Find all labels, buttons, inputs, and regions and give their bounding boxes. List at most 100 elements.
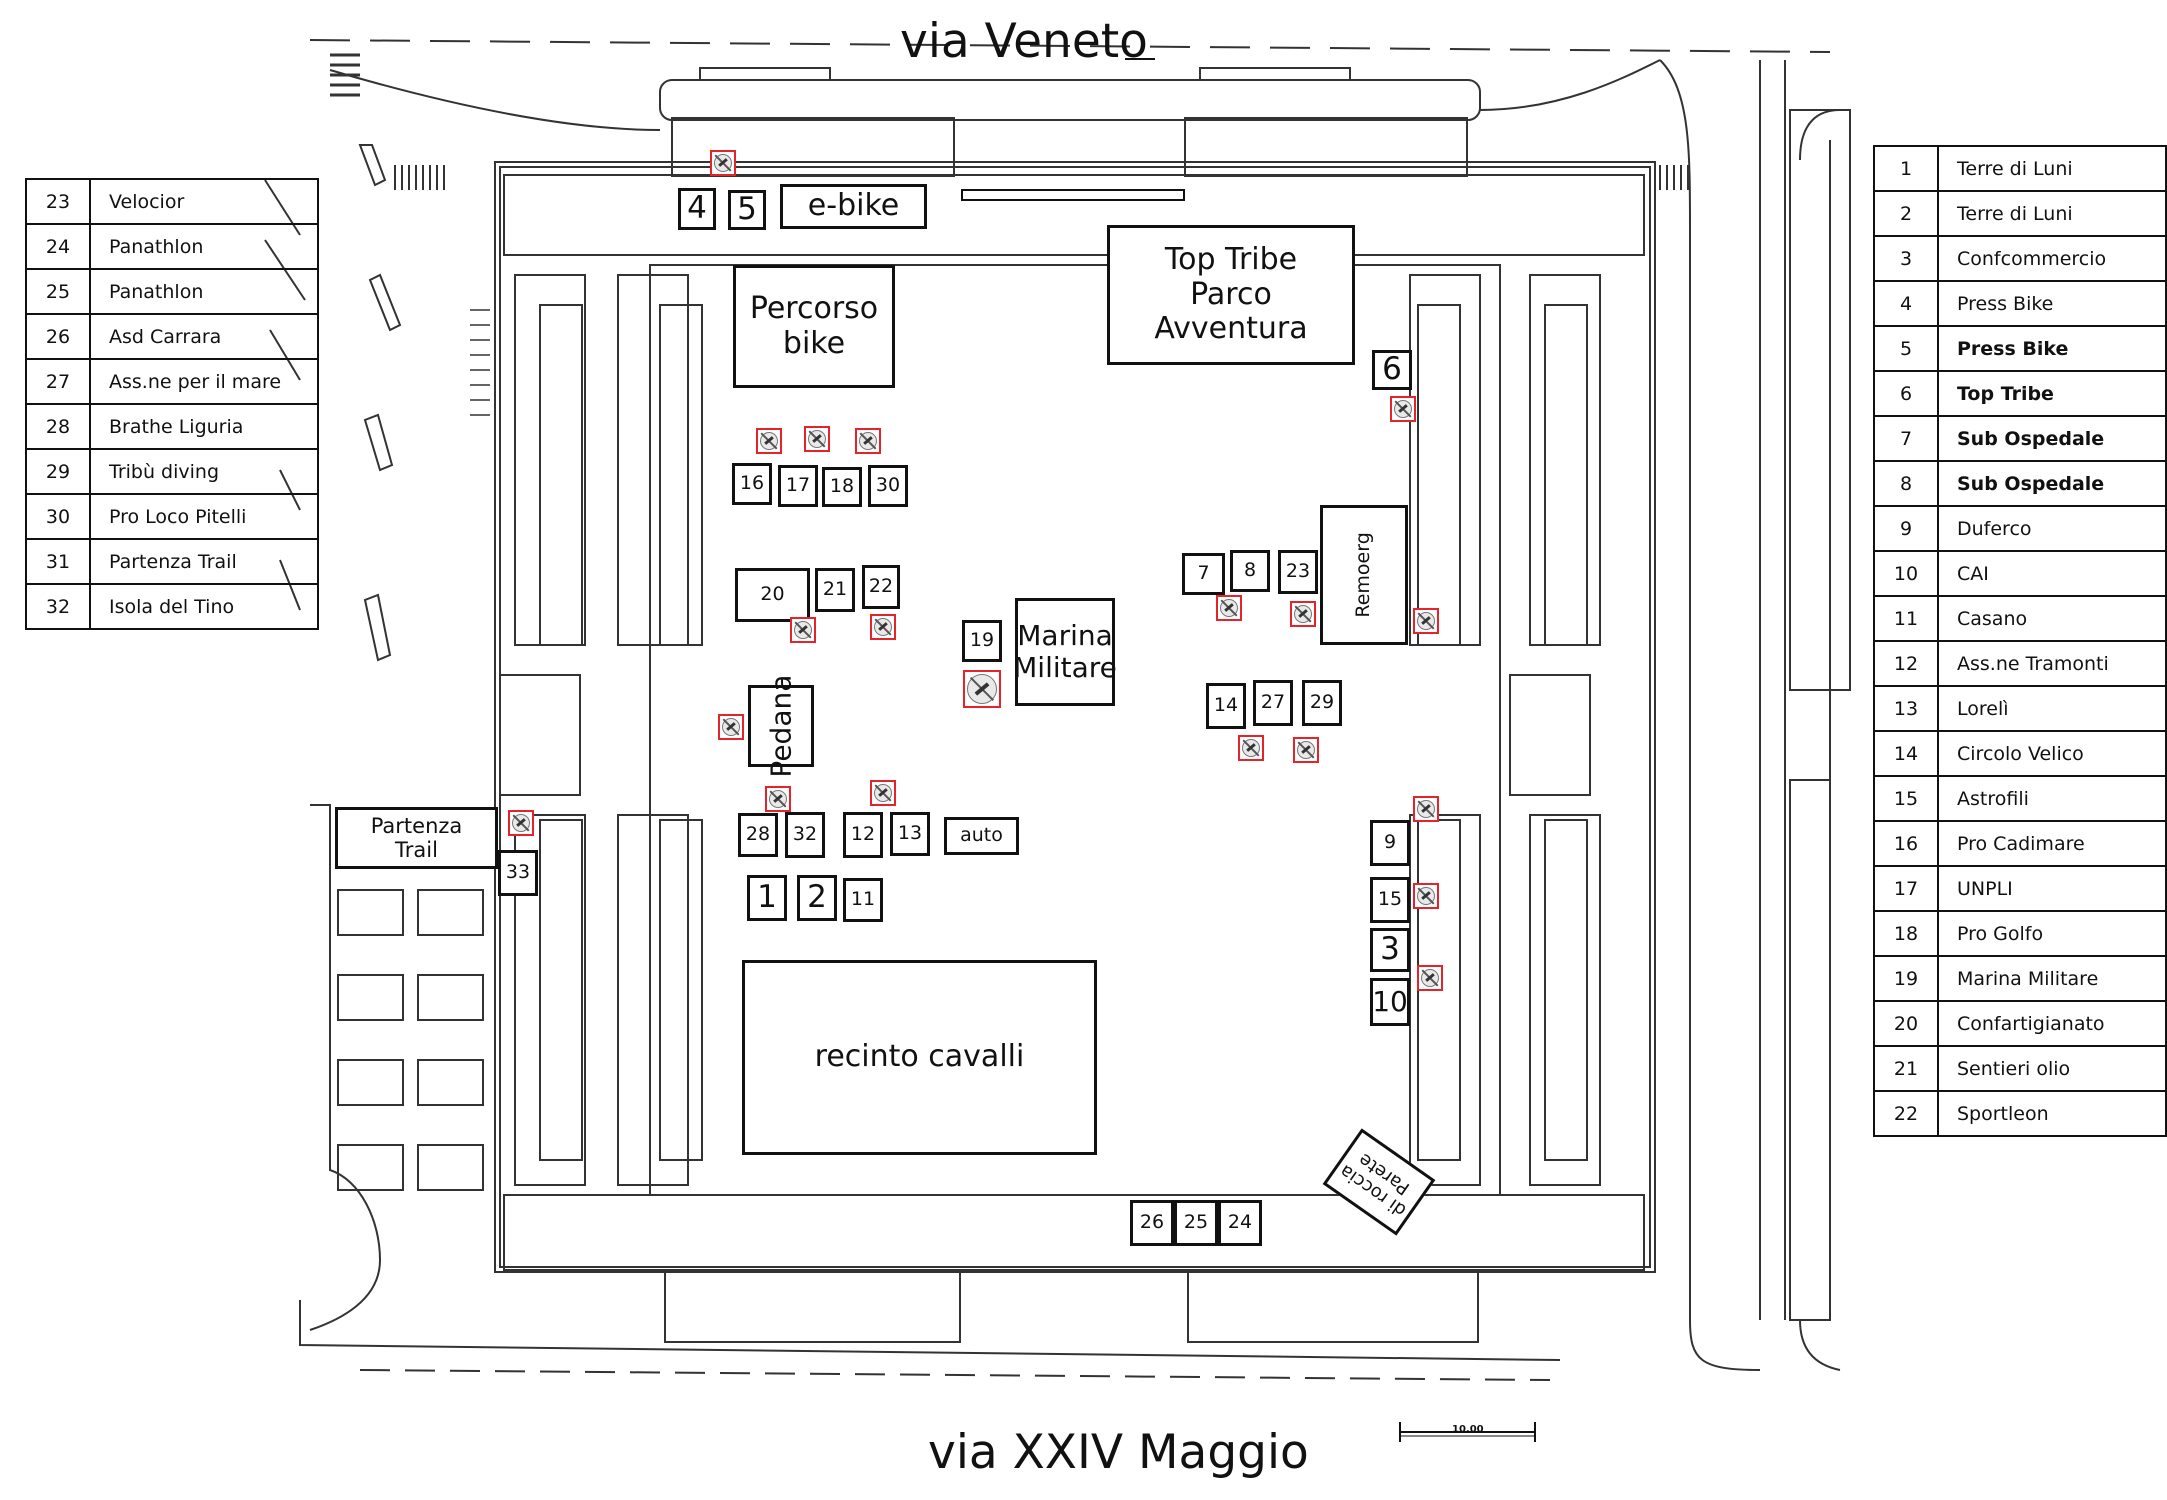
stand-16[interactable]: 16 [732, 463, 772, 505]
stand-7[interactable]: 7 [1182, 553, 1225, 595]
stand-22[interactable]: 22 [862, 565, 900, 609]
legend-name: Ass.ne per il mare [89, 358, 319, 405]
area-label: Trail [395, 838, 438, 862]
stand-28[interactable]: 28 [738, 813, 778, 857]
area-label: Pedana [763, 674, 797, 778]
stand-3[interactable]: 3 [1370, 928, 1410, 972]
legend-name: Terre di Luni [1937, 190, 2167, 237]
stand-11[interactable]: 11 [843, 878, 883, 922]
power-socket-icon [963, 670, 1001, 708]
stand-33[interactable]: 33 [498, 850, 538, 896]
legend-num: 16 [1873, 820, 1939, 867]
stand-8[interactable]: 8 [1230, 550, 1270, 592]
power-socket-icon [508, 810, 534, 836]
area-label: bike [782, 325, 846, 361]
stand-32[interactable]: 32 [785, 812, 825, 858]
stand-20[interactable]: 20 [735, 568, 810, 622]
legend-name: Pro Golfo [1937, 910, 2167, 957]
legend-name: UNPLI [1937, 865, 2167, 912]
legend-name: Marina Militare [1937, 955, 2167, 1002]
legend-name: Panathlon [89, 268, 319, 315]
legend-num: 14 [1873, 730, 1939, 777]
power-socket-icon [1390, 396, 1416, 422]
legend-num: 3 [1873, 235, 1939, 282]
stand-15[interactable]: 15 [1370, 877, 1410, 923]
legend-num: 1 [1873, 145, 1939, 192]
area-label: Percorso [749, 291, 879, 326]
stand-1[interactable]: 1 [747, 875, 787, 921]
stand-12[interactable]: 12 [843, 812, 883, 858]
stand-18[interactable]: 18 [822, 467, 862, 507]
area-recinto-cavalli[interactable]: recinto cavalli [742, 960, 1097, 1155]
area-auto[interactable]: auto [944, 817, 1019, 855]
legend-num: 26 [25, 313, 91, 360]
legend-name: Sub Ospedale [1937, 415, 2167, 462]
area-marina-militare[interactable]: Marina Militare [1013, 598, 1117, 706]
area-label: Top Tribe [1164, 242, 1298, 278]
legend-name: Ass.ne Tramonti [1937, 640, 2167, 687]
power-socket-icon [790, 617, 816, 643]
stand-13[interactable]: 13 [890, 812, 930, 856]
stand-23[interactable]: 23 [1278, 550, 1318, 594]
legend-name: Tribù diving [89, 448, 319, 495]
power-socket-icon [718, 714, 744, 740]
stand-30[interactable]: 30 [868, 465, 908, 507]
legend-name: Astrofili [1937, 775, 2167, 822]
power-socket-icon [765, 786, 791, 812]
stand-24[interactable]: 24 [1218, 1200, 1262, 1246]
stand-14[interactable]: 14 [1206, 683, 1246, 729]
stand-4[interactable]: 4 [678, 188, 716, 230]
legend-name: Casano [1937, 595, 2167, 642]
legend-num: 15 [1873, 775, 1939, 822]
legend-num: 27 [25, 358, 91, 405]
stand-21[interactable]: 21 [815, 568, 855, 612]
stand-17[interactable]: 17 [778, 465, 818, 507]
power-socket-icon [1238, 735, 1264, 761]
stand-29[interactable]: 29 [1302, 680, 1342, 726]
stand-5[interactable]: 5 [728, 190, 766, 230]
stand-2[interactable]: 2 [797, 875, 837, 921]
area-top-tribe[interactable]: Top Tribe Parco Avventura [1107, 225, 1355, 365]
stand-27[interactable]: 27 [1253, 680, 1293, 726]
stand-25[interactable]: 25 [1174, 1200, 1218, 1246]
legend-num: 19 [1873, 955, 1939, 1002]
power-socket-icon [855, 428, 881, 454]
stand-6[interactable]: 6 [1372, 350, 1412, 390]
legend-num: 25 [25, 268, 91, 315]
area-percorso-bike[interactable]: Percorso bike [733, 265, 895, 388]
legend-num: 24 [25, 223, 91, 270]
stand-9[interactable]: 9 [1370, 820, 1410, 866]
stand-10[interactable]: 10 [1370, 978, 1410, 1026]
legend-num: 23 [25, 178, 91, 225]
area-remoerg[interactable]: Remoerg [1320, 505, 1408, 645]
area-ebike[interactable]: e-bike [780, 184, 927, 229]
scale-label: 10.00 [1452, 1424, 1484, 1435]
power-socket-icon [710, 150, 736, 176]
stand-19[interactable]: 19 [962, 620, 1002, 662]
stand-26[interactable]: 26 [1130, 1200, 1174, 1246]
area-pedana[interactable]: Pedana [748, 675, 814, 777]
legend-num: 20 [1873, 1000, 1939, 1047]
area-partenza-trail[interactable]: Partenza Trail [335, 807, 498, 869]
legend-num: 18 [1873, 910, 1939, 957]
